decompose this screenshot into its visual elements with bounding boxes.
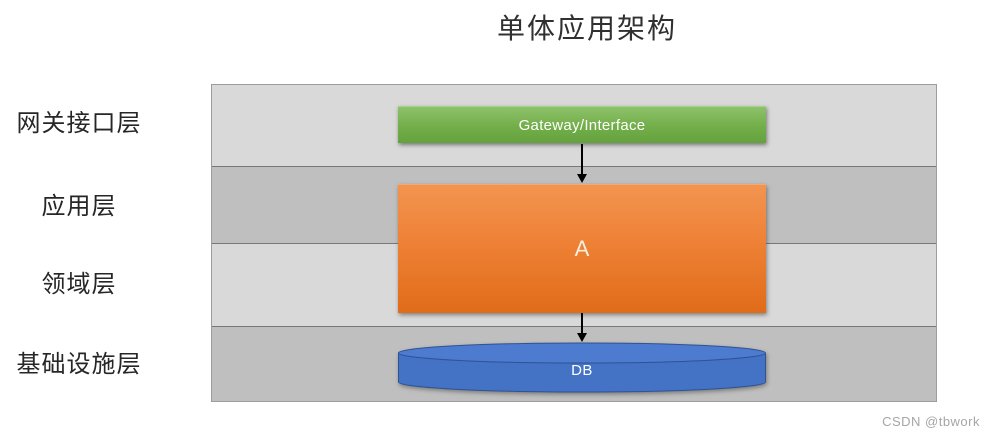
- arrow-gateway-to-app-line: [581, 144, 583, 175]
- watermark: CSDN @tbwork: [882, 414, 980, 429]
- band-gateway-layer: [212, 85, 936, 167]
- layer-label-infrastructure: 基础设施层: [16, 351, 142, 378]
- gateway-interface-node-label: Gateway/Interface: [518, 116, 646, 134]
- database-cylinder-shape: [398, 342, 766, 393]
- arrow-app-to-db-line: [581, 313, 583, 334]
- database-cylinder-top: [398, 342, 766, 364]
- gateway-interface-node: Gateway/Interface: [398, 106, 766, 143]
- application-node-label: A: [574, 236, 590, 261]
- arrow-gateway-to-app-head-icon: [577, 174, 587, 183]
- diagram-title: 单体应用架构: [497, 13, 678, 44]
- database-node-label: DB: [571, 362, 593, 379]
- application-node: A: [398, 184, 766, 313]
- layer-label-gateway-interface: 网关接口层: [16, 110, 142, 137]
- layer-label-application: 应用层: [41, 193, 117, 220]
- database-cylinder-body: [398, 353, 766, 393]
- arrow-app-to-db-head-icon: [577, 333, 587, 342]
- database-cylinder: DB: [398, 342, 766, 393]
- layer-label-domain: 领域层: [41, 271, 117, 298]
